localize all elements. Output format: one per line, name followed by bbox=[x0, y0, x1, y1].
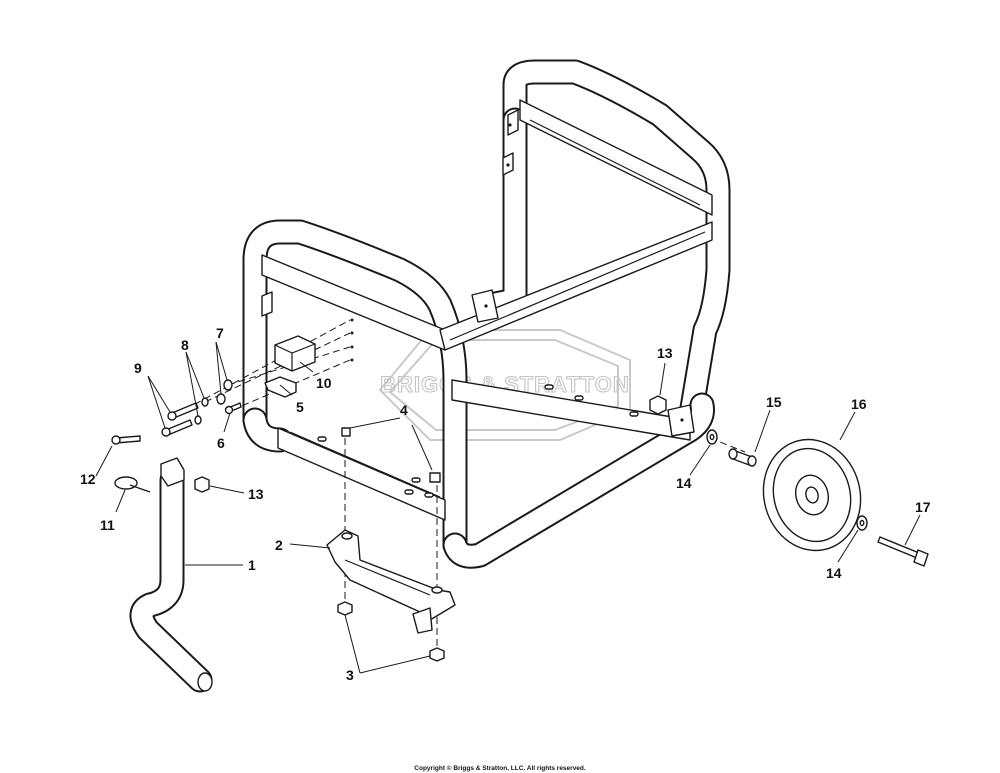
callout-3: 3 bbox=[346, 667, 354, 683]
part-15-spacer bbox=[728, 448, 757, 467]
callout-9: 9 bbox=[134, 360, 142, 376]
callout-labels: 1 2 3 4 5 6 7 8 9 10 11 12 13 13 14 14 1… bbox=[80, 325, 931, 683]
part-16-wheel bbox=[762, 438, 862, 552]
copyright-notice: Copyright © Briggs & Stratton, LLC. All … bbox=[414, 764, 586, 772]
callout-4: 4 bbox=[400, 402, 408, 418]
callout-14-left: 14 bbox=[676, 475, 692, 491]
callout-14-right: 14 bbox=[826, 565, 842, 581]
part-7-washers bbox=[216, 379, 233, 405]
part-1-handle bbox=[129, 457, 213, 693]
part-17-axle-bolt bbox=[877, 536, 929, 567]
callout-7: 7 bbox=[216, 325, 224, 341]
part-3-nuts bbox=[337, 601, 445, 662]
callout-13-right: 13 bbox=[657, 345, 673, 361]
callout-2: 2 bbox=[275, 537, 283, 553]
callout-6: 6 bbox=[217, 435, 225, 451]
part-2-foot bbox=[326, 529, 456, 634]
callout-1: 1 bbox=[248, 557, 256, 573]
callout-17: 17 bbox=[915, 499, 931, 515]
part-4-screws bbox=[341, 427, 441, 483]
leader-lines bbox=[95, 341, 921, 674]
part-12-pin bbox=[111, 435, 141, 445]
callout-10: 10 bbox=[316, 375, 332, 391]
part-10-bracket bbox=[274, 335, 316, 372]
generator-frame bbox=[242, 59, 731, 569]
part-8-lockwashers bbox=[194, 397, 209, 425]
part-14-washers bbox=[706, 429, 868, 531]
part-6-screw bbox=[224, 402, 242, 415]
callout-5: 5 bbox=[296, 399, 304, 415]
callout-13-left: 13 bbox=[248, 486, 264, 502]
part-13-nuts bbox=[194, 395, 667, 493]
callout-8: 8 bbox=[181, 337, 189, 353]
part-11-hairpin bbox=[114, 476, 151, 493]
callout-11: 11 bbox=[100, 517, 115, 533]
callout-16: 16 bbox=[851, 396, 867, 412]
part-9-bolts bbox=[161, 402, 199, 437]
callout-12: 12 bbox=[80, 471, 96, 487]
callout-15: 15 bbox=[766, 394, 782, 410]
